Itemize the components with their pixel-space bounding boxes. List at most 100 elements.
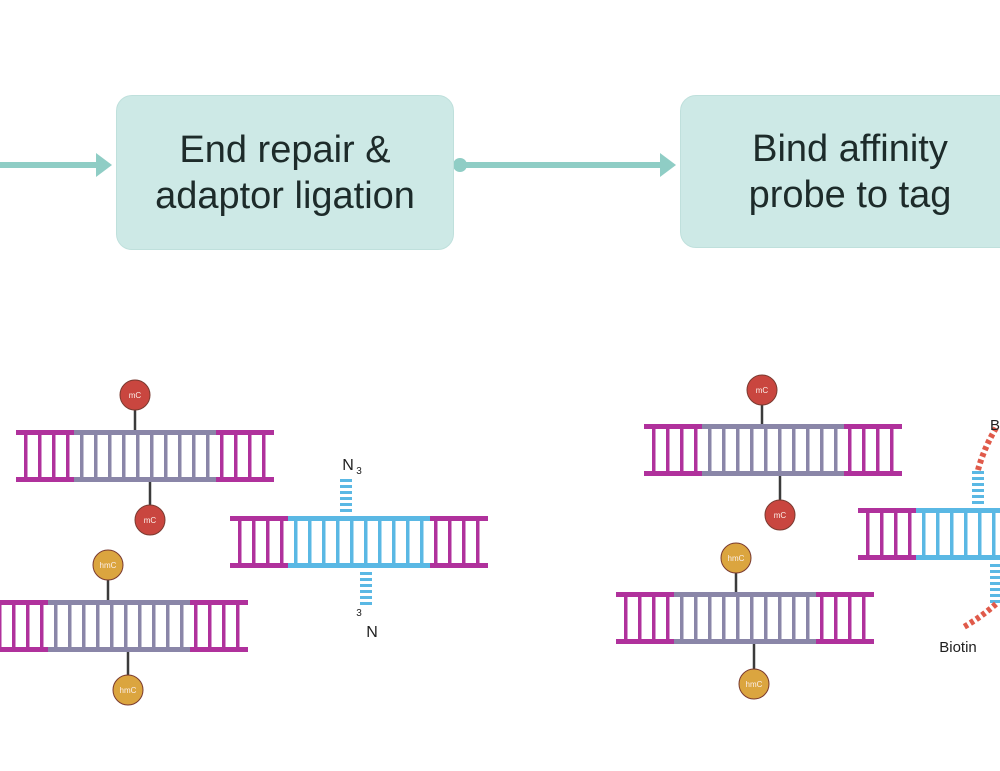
base-pair-rung bbox=[806, 597, 810, 639]
base-pair-rung bbox=[392, 521, 396, 563]
base-pair-rung bbox=[750, 429, 754, 471]
base-pair-rung bbox=[866, 513, 870, 555]
base-pair-rung bbox=[992, 513, 996, 555]
backbone-top bbox=[674, 592, 816, 597]
base-pair-rung bbox=[54, 605, 58, 647]
base-pair-rung bbox=[680, 597, 684, 639]
base-pair-rung bbox=[280, 521, 284, 563]
linker-dash bbox=[990, 588, 1000, 591]
connector-middle-start-dot bbox=[453, 158, 467, 172]
linker-dash bbox=[340, 503, 352, 506]
base-pair-rung bbox=[166, 605, 170, 647]
base-pair-rung bbox=[848, 429, 852, 471]
base-pair-rung bbox=[238, 521, 242, 563]
step-box-end-repair: End repair & adaptor ligation bbox=[116, 95, 454, 250]
base-pair-rung bbox=[150, 435, 154, 477]
tag-bead bbox=[720, 542, 752, 574]
base-pair-rung bbox=[778, 597, 782, 639]
backbone-top bbox=[702, 424, 844, 429]
base-pair-rung bbox=[0, 605, 2, 647]
base-pair-rung bbox=[806, 429, 810, 471]
base-pair-rung bbox=[462, 521, 466, 563]
backbone-top bbox=[74, 430, 216, 435]
azide-linker-bottom bbox=[360, 572, 372, 605]
hmc-tag-bottom-right: hmC bbox=[738, 644, 770, 700]
linker-dash bbox=[360, 578, 372, 581]
base-pair-rung bbox=[364, 521, 368, 563]
base-pair-rung bbox=[220, 435, 224, 477]
dna-duplex-mc-left bbox=[16, 430, 274, 482]
biotin-label-bottom: Biotin bbox=[939, 639, 977, 656]
base-pair-rung bbox=[736, 597, 740, 639]
base-pair-rung bbox=[908, 513, 912, 555]
backbone-top-right-adaptor bbox=[190, 600, 248, 605]
base-pair-rung bbox=[950, 513, 954, 555]
step-1-line-1: End repair & bbox=[179, 128, 391, 171]
tag-bead bbox=[119, 379, 151, 411]
base-pair-rung bbox=[680, 429, 684, 471]
tag-bead bbox=[134, 504, 166, 536]
base-pair-rung bbox=[652, 597, 656, 639]
backbone-top-right-adaptor bbox=[216, 430, 274, 435]
linker-dash bbox=[990, 594, 1000, 597]
linker-dash bbox=[360, 590, 372, 593]
base-pair-rung bbox=[764, 597, 768, 639]
base-pair-rung bbox=[750, 597, 754, 639]
backbone-bottom-left-adaptor bbox=[0, 647, 48, 652]
base-pair-rung bbox=[52, 435, 56, 477]
azide-bottom-group: 3N bbox=[356, 572, 378, 641]
backbone-top-left-adaptor bbox=[16, 430, 74, 435]
linker-dash bbox=[972, 471, 984, 474]
base-pair-rung bbox=[834, 429, 838, 471]
connectors bbox=[0, 153, 676, 177]
base-pair-rung bbox=[708, 597, 712, 639]
base-pair-rung bbox=[820, 429, 824, 471]
base-pair-rung bbox=[122, 435, 126, 477]
linker-dash bbox=[972, 501, 984, 504]
base-pair-rung bbox=[322, 521, 326, 563]
tag-label: hmC bbox=[728, 554, 745, 563]
backbone-bottom-left-adaptor bbox=[644, 471, 702, 476]
base-pair-rung bbox=[978, 513, 982, 555]
base-pair-rung bbox=[820, 597, 824, 639]
mc-tag-bottom-right: mC bbox=[764, 476, 796, 531]
backbone-bottom-right-adaptor bbox=[430, 563, 488, 568]
linker-dash bbox=[990, 576, 1000, 579]
base-pair-rung bbox=[40, 605, 44, 647]
dna-duplex-azide-left bbox=[230, 516, 488, 568]
tag-label: hmC bbox=[120, 686, 137, 695]
base-pair-rung bbox=[862, 597, 866, 639]
backbone-bottom-left-adaptor bbox=[858, 555, 916, 560]
backbone-top-left-adaptor bbox=[230, 516, 288, 521]
base-pair-rung bbox=[94, 435, 98, 477]
base-pair-rung bbox=[922, 513, 926, 555]
base-pair-rung bbox=[876, 429, 880, 471]
base-pair-rung bbox=[862, 429, 866, 471]
base-pair-rung bbox=[262, 435, 266, 477]
base-pair-rung bbox=[194, 605, 198, 647]
base-pair-rung bbox=[764, 429, 768, 471]
backbone-bottom-left-adaptor bbox=[16, 477, 74, 482]
base-pair-rung bbox=[792, 429, 796, 471]
dna-duplex-biotin-right bbox=[858, 508, 1000, 560]
linker-dash bbox=[340, 479, 352, 482]
linker-dash bbox=[972, 477, 984, 480]
linker-dash bbox=[990, 564, 1000, 567]
base-pair-rung bbox=[96, 605, 100, 647]
base-pair-rung bbox=[136, 435, 140, 477]
linker-dash bbox=[972, 495, 984, 498]
base-pair-rung bbox=[80, 435, 84, 477]
base-pair-rung bbox=[350, 521, 354, 563]
backbone-bottom bbox=[74, 477, 216, 482]
base-pair-rung bbox=[234, 435, 238, 477]
base-pair-rung bbox=[722, 597, 726, 639]
dna-duplex-hmc-left bbox=[0, 600, 248, 652]
backbone-bottom bbox=[288, 563, 430, 568]
base-pair-rung bbox=[624, 597, 628, 639]
azide-label-top-subscript: 3 bbox=[356, 466, 362, 477]
base-pair-rung bbox=[24, 435, 28, 477]
base-pair-rung bbox=[964, 513, 968, 555]
